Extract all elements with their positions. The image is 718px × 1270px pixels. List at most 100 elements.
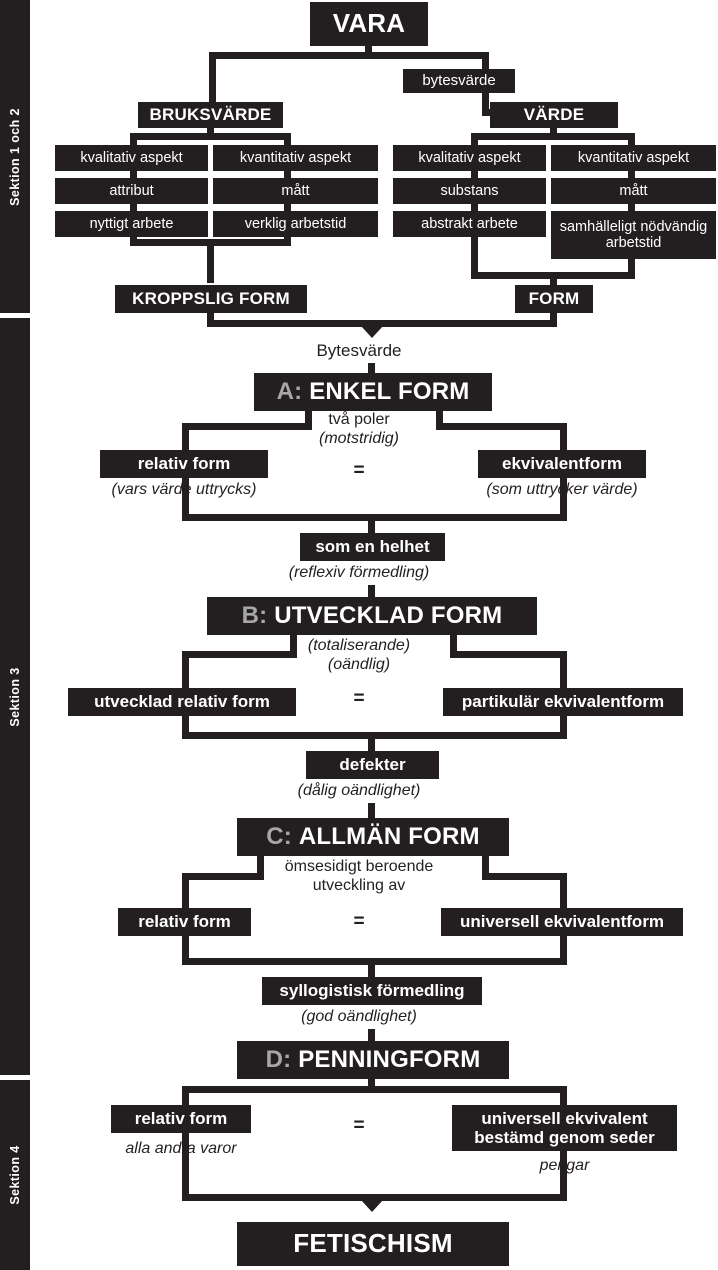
box-d-relativ-form: relativ form [111, 1105, 251, 1133]
label: kvalitativ aspekt [80, 149, 183, 166]
label-d-right-note: pengar [539, 1157, 590, 1174]
box-form: FORM [515, 285, 593, 313]
label: mått [619, 182, 648, 199]
label: som en helhet [315, 537, 430, 557]
section-rail-3: Sektion 4 [0, 1080, 30, 1270]
box-varde-matt: mått [551, 178, 716, 204]
connector-b-merge-stem [368, 732, 375, 752]
label: universell ekvivalent bestämd genom sede… [474, 1108, 655, 1147]
connector-vara-to-bytesvarde [482, 52, 489, 70]
section-rail-1: Sektion 1 och 2 [0, 0, 30, 313]
label-a-equals: = [353, 460, 365, 481]
label-a-right-note: (som uttrycker värde) [486, 481, 638, 498]
box-bruks-matt: mått [213, 178, 378, 204]
box-varde-kvalitativ-aspekt: kvalitativ aspekt [393, 145, 546, 171]
connector-b-right-v1 [450, 635, 457, 657]
label: abstrakt arbete [421, 215, 518, 232]
box-varde-substans: substans [393, 178, 546, 204]
box-fetischism: FETISCHISM [237, 1222, 509, 1266]
connector-varde-to-form [550, 272, 557, 286]
box-bruksvarde-label: BRUKSVÄRDE [149, 105, 272, 125]
connector-vara-bus [209, 52, 489, 59]
box-varde: VÄRDE [490, 102, 618, 128]
label-b-equals: = [353, 688, 365, 709]
label: verklig arbetstid [244, 215, 347, 232]
connector-c-merge-stem [368, 958, 375, 978]
connector-a-to-b [368, 585, 375, 597]
box-bruks-kvalitativ-aspekt: kvalitativ aspekt [55, 145, 208, 171]
connector-c-left-h [182, 873, 264, 880]
label-c-note2: utveckling av [312, 877, 406, 894]
label-a-note2: (motstridig) [318, 430, 399, 447]
arrow-to-bytesvarde [361, 326, 383, 338]
connector-d-merge-bus [182, 1194, 567, 1201]
label: kvantitativ aspekt [239, 149, 352, 166]
label-b-note1: (totaliserande) [307, 637, 411, 654]
box-stage-b: B: UTVECKLAD FORM [207, 597, 537, 635]
label-bytesvarde-incoming: Bytesvärde [316, 341, 402, 360]
connector-a-right-h [436, 423, 567, 430]
connector-bruksvarde-to-kroppslig [207, 239, 214, 283]
arrow-to-fetischism [361, 1200, 383, 1212]
label: universell ekvivalentform [459, 912, 665, 932]
box-kroppslig-form: KROPPSLIG FORM [115, 285, 307, 313]
label-a-note1: två poler [328, 411, 390, 428]
box-bytesvarde-small: bytesvärde [403, 69, 515, 93]
box-bruks-nyttigt-arbete: nyttigt arbete [55, 211, 208, 237]
box-a-som-en-helhet: som en helhet [300, 533, 445, 561]
section-rail-3-label: Sektion 4 [8, 1145, 22, 1205]
box-stage-c-title: ALLMÄN FORM [298, 822, 480, 850]
connector-merge-bus-a [207, 320, 557, 327]
connector-varde-bus [471, 133, 635, 140]
connector-kroppslig-down [207, 313, 214, 326]
connector-varde-right-leg [628, 133, 635, 279]
connector-a-left-h [182, 423, 312, 430]
connector-bruksvarde-bus [130, 133, 291, 140]
box-vara-label: VARA [332, 8, 406, 39]
box-kroppslig-form-label: KROPPSLIG FORM [132, 289, 290, 309]
connector-b-left-h [182, 651, 297, 658]
connector-c-right-v1 [482, 856, 489, 880]
box-a-relativ-form: relativ form [100, 450, 268, 478]
label: relativ form [134, 1109, 228, 1129]
label-a-merge-note: (reflexiv förmedling) [288, 564, 430, 581]
box-stage-c: C: ALLMÄN FORM [237, 818, 509, 856]
box-c-relativ-form: relativ form [118, 908, 251, 936]
connector-d-left-leg [182, 1086, 189, 1201]
label: substans [440, 182, 499, 199]
box-c-universell-ekvivalentform: universell ekvivalentform [441, 908, 683, 936]
box-stage-d-prefix: D: [265, 1045, 292, 1073]
label: mått [281, 182, 310, 199]
box-b-defekter: defekter [306, 751, 439, 779]
connector-c-left-v1 [257, 856, 264, 880]
connector-vara-stem [365, 46, 372, 56]
box-bruks-attribut: attribut [55, 178, 208, 204]
label: relativ form [138, 912, 231, 932]
label: kvantitativ aspekt [577, 149, 690, 166]
label: nyttigt arbete [89, 215, 174, 232]
box-stage-a-prefix: A: [276, 377, 303, 405]
box-form-label: FORM [528, 289, 580, 309]
label-c-note1: ömsesidigt beroende [284, 858, 434, 875]
label-a-left-note: (vars värde uttrycks) [111, 481, 257, 498]
box-stage-c-prefix: C: [266, 822, 292, 850]
connector-b-to-c [368, 803, 375, 819]
connector-c-to-d [368, 1029, 375, 1043]
section-rail-1-label: Sektion 1 och 2 [8, 107, 22, 206]
label-c-merge-note: (god oändlighet) [301, 1008, 417, 1025]
box-stage-d-title: PENNINGFORM [298, 1045, 481, 1073]
box-vara: VARA [310, 2, 428, 46]
box-bruks-kvantitativ-aspekt: kvantitativ aspekt [213, 145, 378, 171]
box-d-universell-ekvivalent: universell ekvivalent bestämd genom sede… [452, 1105, 677, 1151]
box-varde-kvantitativ-aspekt: kvantitativ aspekt [551, 145, 716, 171]
box-bytesvarde-small-label: bytesvärde [422, 71, 496, 89]
box-bruks-verklig-arbetstid: verklig arbetstid [213, 211, 378, 237]
connector-d-bus [182, 1086, 567, 1093]
connector-varde-left-leg [471, 133, 478, 279]
box-fetischism-label: FETISCHISM [293, 1228, 453, 1259]
label-b-merge-note: (dålig oändlighet) [297, 782, 421, 799]
label: ekvivalentform [502, 454, 622, 474]
box-varde-samhalleligt-nodvandig-arbetstid: samhälleligt nödvändig arbetstid [551, 211, 716, 259]
box-varde-abstrakt-arbete: abstrakt arbete [393, 211, 546, 237]
connector-a-merge-stem [368, 514, 375, 534]
